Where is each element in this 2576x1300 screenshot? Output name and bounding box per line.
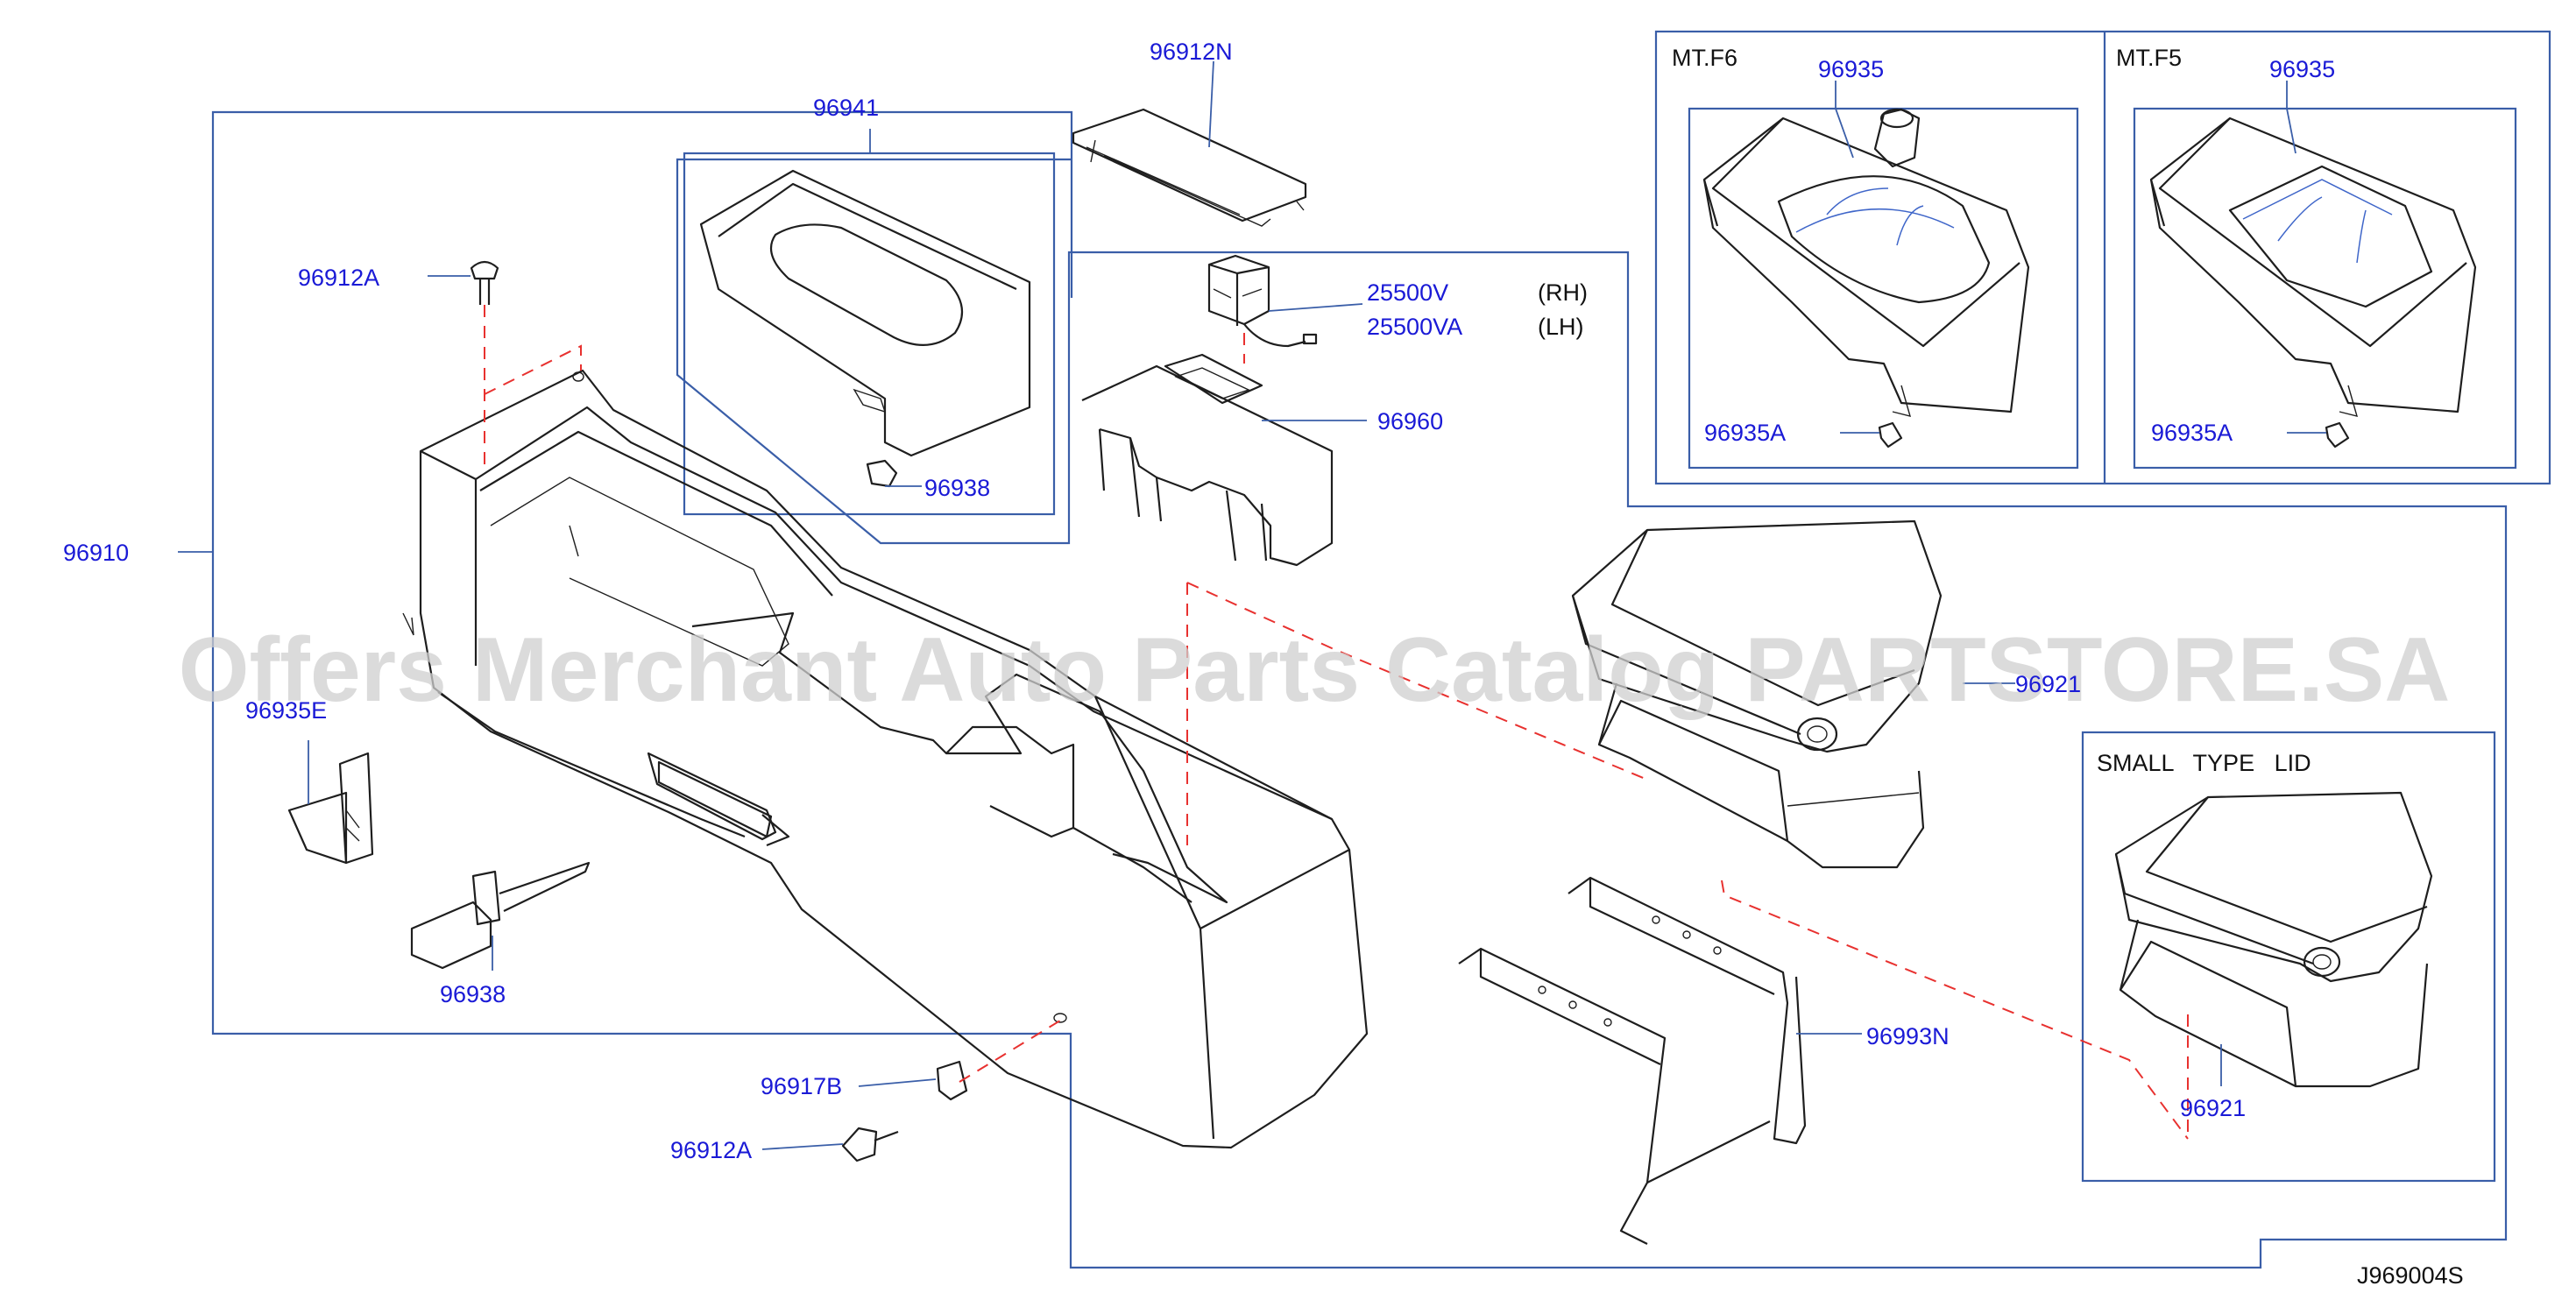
label-96935a-f5: 96935A [2151,420,2233,446]
label-96912a-top: 96912A [298,265,379,291]
shift-boot-f5-part [2149,117,2477,449]
label-96941: 96941 [813,95,879,121]
console-body [402,369,1369,1149]
switch-part [1207,254,1318,348]
label-96935-f5: 96935 [2269,56,2335,82]
cover-plate-part [1072,108,1307,227]
label-96921-small: 96921 [2180,1095,2246,1121]
label-96921-main: 96921 [2015,671,2081,697]
label-lh: (LH) [1538,314,1584,340]
assembly-lines [484,305,2189,1140]
label-96960: 96960 [1377,408,1443,435]
label-25500va: 25500VA [1367,314,1462,340]
label-25500v: 25500V [1367,279,1448,306]
label-96912n: 96912N [1150,39,1233,65]
label-96935a-f6: 96935A [1704,420,1786,446]
label-96935e: 96935E [245,697,327,724]
label-96917b: 96917B [761,1073,842,1099]
mt-f6-box [1688,107,2079,470]
label-mt-f5: MT.F5 [2116,45,2182,71]
switch-bracket-part [1081,353,1334,567]
labels: 96910 96912A 96935E 96938 96917B 96912A … [63,39,2464,1289]
label-96938-upper: 96938 [924,475,990,501]
armrest-lid-box [683,152,1056,516]
armrest-lid-part [699,169,1031,488]
label-96938-left: 96938 [440,981,506,1007]
label-small-type-lid: SMALL TYPE LID [2097,750,2311,776]
mt-boot-outer-box [1654,30,2551,485]
mt-f5-box [2133,107,2517,470]
label-mt-f6: MT.F6 [1672,45,1737,71]
armrest-part [1571,519,1943,869]
small-armrest-part [2114,791,2433,1088]
label-96935-f6: 96935 [1818,56,1884,82]
watermark: Offers Merchant Auto Parts Catalog PARTS… [179,619,2451,721]
small-type-lid-box [2081,731,2496,1183]
shift-boot-f6-part [1702,108,2030,449]
label-rh: (RH) [1538,279,1588,306]
mounting-bracket-part [1458,876,1807,1245]
leader-lines [178,60,2326,1150]
fasteners [287,260,968,1162]
label-96912a-bottom: 96912A [670,1137,752,1163]
diagram-code: J969004S [2357,1262,2464,1289]
label-96993n: 96993N [1866,1023,1950,1049]
label-96910: 96910 [63,540,129,566]
group-frames [211,30,2551,1269]
